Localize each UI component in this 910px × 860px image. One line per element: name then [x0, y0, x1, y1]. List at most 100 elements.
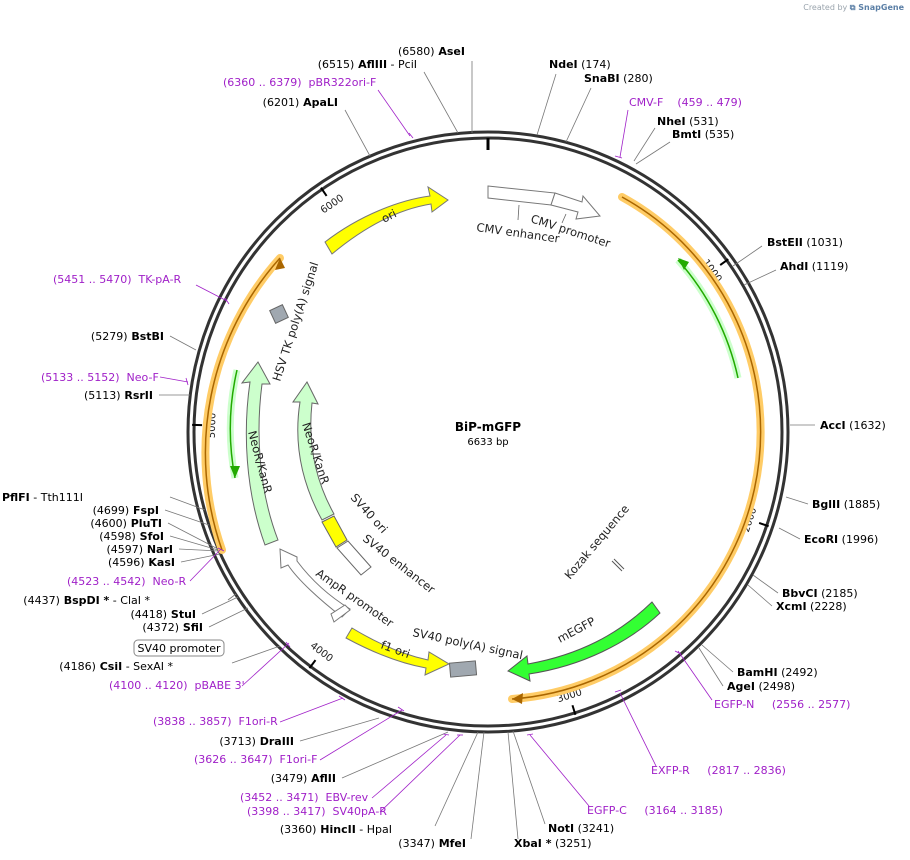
enzyme-post-nhei: (531) — [686, 115, 719, 128]
enzyme-pre-fspi: (4699) — [93, 504, 130, 517]
enzyme-label-bstbi[interactable]: (5279) BstBI — [91, 330, 164, 343]
enzyme-post-hincii-hpai: - HpaI — [356, 823, 392, 836]
primer-site-egfp-c — [526, 733, 534, 736]
primer-label-ebv-rev[interactable]: (3452 .. 3471) EBV-rev — [240, 791, 369, 804]
primer-label-egfp-c[interactable]: EGFP-C (3164 .. 3185) — [587, 804, 723, 817]
enzyme-label-fspi[interactable]: (4699) FspI — [93, 504, 159, 517]
enzyme-label-hincii-hpai[interactable]: (3360) HincII - HpaI — [280, 823, 392, 836]
enzyme-leader-hincii-hpai — [434, 731, 479, 827]
enzyme-leader-afli — [341, 731, 449, 779]
enzyme-label-apali[interactable]: (6201) ApaLI — [263, 96, 338, 109]
enzyme-label-plut1[interactable]: (4600) PluTI — [90, 517, 162, 530]
enzyme-leader-noti — [512, 730, 546, 825]
enzyme-label-csii-sexai[interactable]: (4186) CsiI - SexAI * — [59, 660, 173, 673]
enzyme-label-asei[interactable]: (6580) AseI — [398, 45, 465, 58]
enzyme-name-xbai: XbaI * — [514, 837, 552, 850]
enzyme-label-noti[interactable]: NotI (3241) — [548, 822, 614, 835]
feature-ori — [324, 185, 449, 255]
enzyme-name-apali: ApaLI — [299, 96, 338, 109]
enzyme-name-csii-sexai: CsiI — [96, 660, 122, 673]
feature-neor-inner — [292, 381, 335, 521]
primer-label-f1ori-f[interactable]: (3626 .. 3647) F1ori-F — [194, 753, 317, 766]
primer-label-sv40pa-r[interactable]: (3398 .. 3417) SV40pA-R — [247, 805, 387, 818]
orf-ring-neo-arrow — [275, 258, 285, 270]
primer-site-pbabe3 — [285, 641, 291, 648]
enzyme-label-bmti[interactable]: BmtI (535) — [672, 128, 734, 141]
enzyme-pre-afli: (3479) — [271, 772, 308, 785]
enzyme-post-bglii: (1885) — [840, 498, 880, 511]
primer-site-ebv-rev — [442, 733, 450, 736]
primer-label-neo-r[interactable]: (4523 .. 4542) Neo-R — [67, 575, 186, 588]
feature-sv40-enhancer — [336, 540, 372, 576]
feature-hsv-tk-box — [269, 304, 289, 324]
enzyme-name-sfoi: SfoI — [136, 530, 164, 543]
primer-leader-egfp-n — [677, 650, 713, 701]
enzyme-label-ndei[interactable]: NdeI (174) — [549, 58, 611, 71]
enzyme-name-pflfi: PflFI — [0, 491, 30, 504]
enzyme-pre-afliii-pcii: (6515) — [318, 58, 355, 71]
orf-ring-green-top-line — [677, 259, 739, 379]
enzyme-post-xcmi: (2228) — [807, 600, 847, 613]
primer-leader-f1ori-f — [319, 709, 403, 761]
enzyme-leader-xcmi — [747, 584, 773, 607]
primer-label-pbr322ori-f[interactable]: (6360 .. 6379) pBR322ori-F — [223, 76, 376, 89]
enzyme-label-bsteii[interactable]: BstEII (1031) — [767, 236, 843, 249]
enzyme-label-bglii[interactable]: BglII (1885) — [812, 498, 880, 511]
orf-ring-egfp-line — [511, 196, 762, 700]
enzyme-name-noti: NotI — [548, 822, 574, 835]
enzyme-label-xcmi[interactable]: XcmI (2228) — [776, 600, 847, 613]
enzyme-label-kasi[interactable]: (4596) KasI — [108, 556, 175, 569]
primer-label-exfp-r[interactable]: EXFP-R (2817 .. 2836) — [651, 764, 786, 777]
enzyme-leader-agei — [698, 647, 724, 687]
enzyme-label-nhei[interactable]: NheI (531) — [657, 115, 719, 128]
enzyme-name-fspi: FspI — [129, 504, 159, 517]
primer-leader-ebv-rev — [371, 734, 447, 799]
enzyme-label-ecori[interactable]: EcoRI (1996) — [804, 533, 878, 546]
enzyme-label-sfii[interactable]: (4372) SfiI — [142, 621, 203, 634]
enzyme-label-afli[interactable]: (3479) AflII — [271, 772, 336, 785]
feature-sv40-ori — [321, 515, 348, 548]
enzyme-label-xbai[interactable]: XbaI * (3251) — [514, 837, 592, 850]
enzyme-leader-bstbi — [169, 335, 197, 351]
enzyme-label-afliii-pcii[interactable]: (6515) AflIII - PciI — [318, 58, 417, 71]
enzyme-label-snabi[interactable]: SnaBI (280) — [584, 72, 653, 85]
primer-label-tk-pa-r[interactable]: (5451 .. 5470) TK-pA-R — [53, 273, 182, 286]
enzyme-label-rsrii[interactable]: (5113) RsrII — [84, 389, 153, 402]
primer-label-pbabe3[interactable]: (4100 .. 4120) pBABE 3' — [109, 679, 245, 692]
enzyme-post-pflfi: - Tth111I — [30, 491, 83, 504]
enzyme-name-bstbi: BstBI — [128, 330, 165, 343]
primer-site-f1ori-f — [397, 706, 405, 712]
feature-cmv-promoter — [550, 192, 601, 220]
primer-label-neo-f[interactable]: (5133 .. 5152) Neo-F — [41, 371, 159, 384]
enzyme-name-ndei: NdeI — [549, 58, 578, 71]
feature-f1-ori — [345, 627, 451, 676]
enzyme-label-sfoi[interactable]: (4598) SfoI — [99, 530, 164, 543]
tick-label-6000: 6000 — [319, 193, 346, 216]
enzyme-label-ahdi[interactable]: AhdI (1119) — [780, 260, 848, 273]
primer-label-f1ori-r[interactable]: (3838 .. 3857) F1ori-R — [153, 715, 278, 728]
enzyme-post-acci: (1632) — [846, 419, 886, 432]
enzyme-label-draiii[interactable]: (3713) DraIII — [219, 735, 294, 748]
enzyme-label-bbvci[interactable]: BbvCI (2185) — [782, 587, 858, 600]
primer-label-egfp-n[interactable]: EGFP-N (2556 .. 2577) — [714, 698, 850, 711]
enzyme-label-stui[interactable]: (4418) StuI — [130, 608, 196, 621]
enzyme-label-nari[interactable]: (4597) NarI — [106, 543, 173, 556]
backbone — [186, 130, 790, 734]
enzyme-leader-afliii-pcii — [423, 71, 459, 134]
brand-prefix: Created by — [803, 3, 848, 12]
enzyme-label-agei[interactable]: AgeI (2498) — [727, 680, 795, 693]
enzyme-pre-bstbi: (5279) — [91, 330, 128, 343]
enzyme-post-bmti: (535) — [701, 128, 734, 141]
enzyme-label-pflfi[interactable]: (4715) PflFI - Tth111I — [0, 491, 83, 504]
enzyme-post-bsteii: (1031) — [803, 236, 843, 249]
enzyme-label-mfei[interactable]: (3347) MfeI — [398, 837, 466, 850]
primer-site-cmv-f — [614, 155, 623, 159]
enzyme-post-noti: (3241) — [574, 822, 614, 835]
enzyme-name-hincii-hpai: HincII — [316, 823, 355, 836]
enzyme-label-bspdi-clai[interactable]: (4437) BspDI * - ClaI * — [23, 594, 150, 607]
enzyme-label-acci[interactable]: AccI (1632) — [820, 419, 886, 432]
tick-label-5000: 5000 — [207, 413, 219, 439]
primer-label-cmv-f[interactable]: CMV-F (459 .. 479) — [629, 96, 742, 109]
enzyme-label-bamhi[interactable]: BamHI (2492) — [737, 666, 818, 679]
